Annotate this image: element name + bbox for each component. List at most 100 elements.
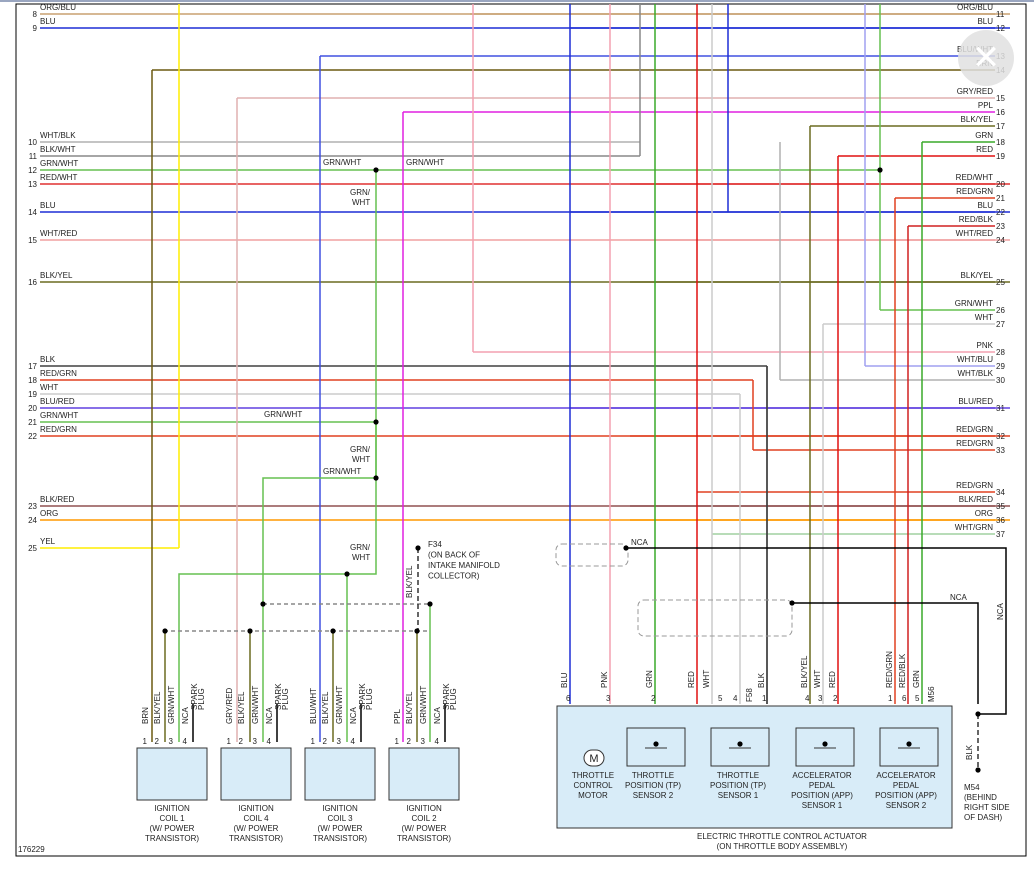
left-row-label: WHT <box>40 383 58 392</box>
right-row-label: GRN <box>975 131 993 140</box>
left-row-number: 24 <box>28 516 37 525</box>
splice-dot <box>373 419 379 425</box>
actuator-subpart-label: ACCELERATOR <box>876 771 935 780</box>
left-row-label: BLK/RED <box>40 495 74 504</box>
right-row-label: BLU/RED <box>958 397 993 406</box>
right-row-label: BLU <box>977 201 993 210</box>
nca-label: NCA <box>631 538 649 547</box>
right-row-label: GRN/WHT <box>955 299 993 308</box>
splice-dot <box>427 601 433 607</box>
ground-f34 <box>415 545 421 551</box>
actuator-subpart-label: THROTTLE <box>717 771 759 780</box>
right-row-number: 35 <box>996 502 1005 511</box>
right-row-number: 32 <box>996 432 1005 441</box>
actuator-pin-wire: PNK <box>600 671 609 688</box>
right-row-number: 20 <box>996 180 1005 189</box>
coil-pin-wire: NCA <box>181 706 190 724</box>
sensor-wiper <box>822 741 828 747</box>
left-row-number: 11 <box>29 152 38 161</box>
sensor-box-3 <box>795 727 855 767</box>
actuator-pin-wire: GRN <box>912 670 921 688</box>
close-icon[interactable]: ✕ <box>971 38 1001 78</box>
right-row-number: 22 <box>996 208 1005 217</box>
actuator-pin-wire: RED/GRN <box>885 651 894 688</box>
left-row-label: RED/GRN <box>40 425 77 434</box>
actuator-title: (ON THROTTLE BODY ASSEMBLY) <box>717 842 848 851</box>
left-row-label: RED/GRN <box>40 369 77 378</box>
actuator-pin-number: 4 <box>805 694 810 703</box>
coil-name: COIL 4 <box>243 814 269 823</box>
right-row-number: 27 <box>996 320 1005 329</box>
nca-label: NCA <box>950 593 968 602</box>
splice-label: WHT <box>352 553 370 562</box>
nca-shield-mid <box>637 599 793 637</box>
right-row-label: WHT <box>975 313 993 322</box>
app-connector: M56 <box>927 686 936 702</box>
actuator-pin-wire: BLK/YEL <box>800 655 809 688</box>
coil-name: TRANSISTOR) <box>313 834 367 843</box>
actuator-subpart-label: THROTTLE <box>632 771 674 780</box>
right-row-label: RED/GRN <box>956 187 993 196</box>
coil-pin-wire: GRN/WHT <box>335 686 344 724</box>
splice-dot <box>975 711 981 717</box>
actuator-pin-number: 6 <box>902 694 907 703</box>
ignition-coil-4 <box>388 747 460 801</box>
spark-plug-label: PLUG <box>197 688 206 710</box>
f34-ground-label: (ON BACK OF <box>428 551 480 560</box>
left-row-number: 9 <box>33 24 38 33</box>
actuator-pin-wire: BLU <box>560 672 569 688</box>
left-row-label: BLK <box>40 355 56 364</box>
wire-layer <box>40 4 1010 829</box>
nca-wire-1 <box>626 547 1007 715</box>
actuator-pin-wire: RED <box>828 671 837 688</box>
splice-dot <box>877 167 883 173</box>
nca-shield-top <box>555 543 629 567</box>
actuator-subpart-label: POSITION (APP) <box>791 791 853 800</box>
actuator-pin-number: 1 <box>762 694 767 703</box>
splice-dot <box>623 545 629 551</box>
splice-dot <box>789 600 795 606</box>
left-row-label: BLU/RED <box>40 397 75 406</box>
right-row-number: 29 <box>996 362 1005 371</box>
coil-pin-wire: NCA <box>433 706 442 724</box>
right-row-label: BLK/YEL <box>961 115 994 124</box>
left-row-label: YEL <box>40 537 56 546</box>
label-layer: 8ORG/BLU9BLU10WHT/BLK11BLK/WHT12GRN/WHT1… <box>18 3 1010 854</box>
splice-label: WHT <box>352 198 370 207</box>
actuator-pin-wire: RED <box>687 671 696 688</box>
actuator-pin-wire: RED/BLK <box>898 653 907 688</box>
right-row-number: 18 <box>996 138 1005 147</box>
actuator-pin-number: 2 <box>833 694 838 703</box>
left-row-label: ORG <box>40 509 58 518</box>
left-row-number: 22 <box>28 432 37 441</box>
splice-label: GRN/ <box>350 445 371 454</box>
coil-name: (W/ POWER <box>150 824 195 833</box>
coil-pin-wire: BRN <box>141 707 150 724</box>
right-row-number: 15 <box>996 94 1005 103</box>
left-row-label: BLK/WHT <box>40 145 76 154</box>
actuator-pin-number: 4 <box>733 694 738 703</box>
throttle-actuator <box>556 705 953 829</box>
close-button[interactable]: ✕ <box>958 30 1014 86</box>
actuator-subpart-label: MOTOR <box>578 791 608 800</box>
ground-m54 <box>975 767 981 773</box>
f34-wire-label: BLK/YEL <box>405 565 414 598</box>
right-row-number: 17 <box>996 122 1005 131</box>
coil-pin-wire: NCA <box>265 706 274 724</box>
left-row-label: RED/WHT <box>40 173 77 182</box>
m54-ground-label: M54 <box>964 783 980 792</box>
actuator-pin-wire: GRN <box>645 670 654 688</box>
actuator-subpart-label: SENSOR 1 <box>718 791 759 800</box>
left-row-number: 19 <box>28 390 37 399</box>
sensor-box-1 <box>626 727 686 767</box>
coil-pin-number: 4 <box>351 737 356 746</box>
splice-label: GRN/ <box>350 188 371 197</box>
splice-dot <box>260 601 266 607</box>
sensor-wiper <box>906 741 912 747</box>
actuator-pin-wire: WHT <box>702 670 711 688</box>
splice-label: GRN/WHT <box>323 158 361 167</box>
right-row-number: 19 <box>996 152 1005 161</box>
splice-label: GRN/WHT <box>406 158 444 167</box>
left-row-label: BLU <box>40 201 56 210</box>
right-row-number: 24 <box>996 236 1005 245</box>
